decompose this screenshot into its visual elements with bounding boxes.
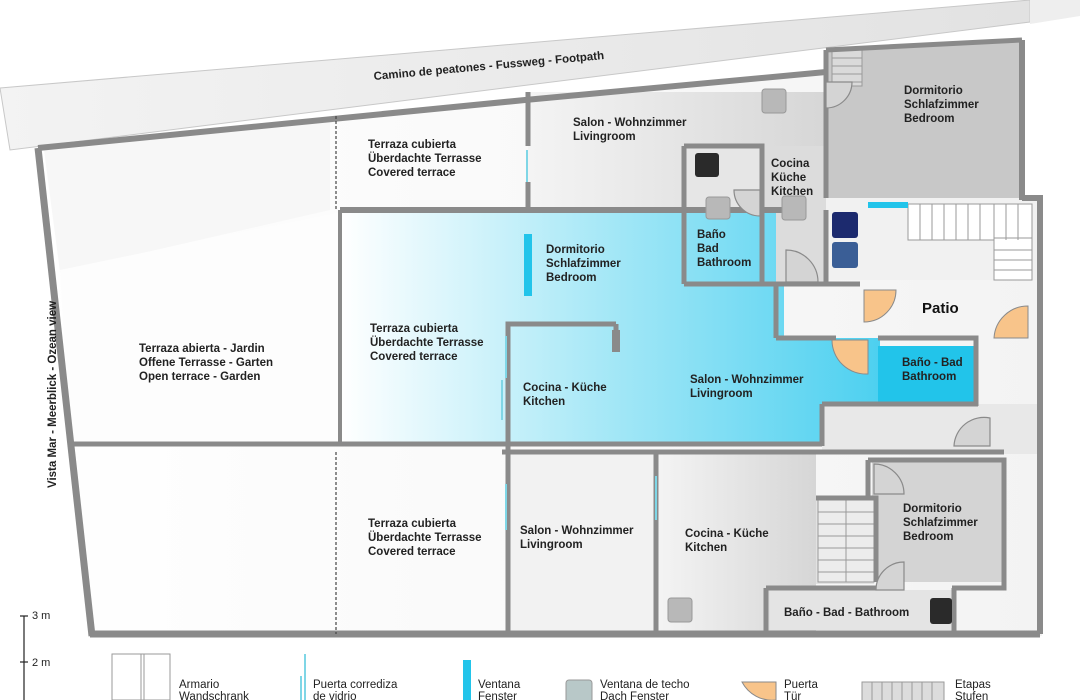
room-bedroom-top-right: Dormitorio Schlafzimmer Bedroom <box>904 85 979 125</box>
svg-text:Stufen: Stufen <box>955 691 988 700</box>
highlighted-apartment <box>340 210 976 444</box>
svg-text:Dach Fenster: Dach Fenster <box>600 691 669 700</box>
room-bath-top: Baño Bad Bathroom <box>697 229 751 269</box>
svg-text:Salon - Wohnzimmer: Salon - Wohnzimmer <box>520 525 634 537</box>
svg-text:Überdachte Terrasse: Überdachte Terrasse <box>368 531 482 544</box>
window-bedroom-mid <box>524 234 532 296</box>
legend-door-icon <box>741 681 777 700</box>
svg-text:Offene Terrasse - Garten: Offene Terrasse - Garten <box>139 357 273 369</box>
svg-text:Bad: Bad <box>697 243 719 255</box>
room-terrace-top: Terraza cubierta Überdachte Terrasse Cov… <box>368 139 482 179</box>
svg-text:Bedroom: Bedroom <box>546 272 596 284</box>
legend-roof-window-icon <box>565 679 593 700</box>
walls <box>34 37 1043 638</box>
room-bedroom-mid: Dormitorio Schlafzimmer Bedroom <box>546 244 621 284</box>
room-bath-bottom: Baño - Bad - Bathroom <box>784 607 909 619</box>
roof-window-blue <box>832 242 858 268</box>
svg-text:Bedroom: Bedroom <box>904 113 954 125</box>
svg-text:Überdachte Terrasse: Überdachte Terrasse <box>368 152 482 165</box>
svg-text:Terraza cubierta: Terraza cubierta <box>368 139 457 151</box>
svg-text:Wandschrank: Wandschrank <box>179 691 249 700</box>
room-kitchen-mid: Cocina - Küche Kitchen <box>523 382 607 408</box>
svg-text:Puerta corrediza: Puerta corrediza <box>313 679 398 691</box>
svg-text:Covered terrace: Covered terrace <box>370 351 458 363</box>
room-garden: Terraza abierta - Jardin Offene Terrasse… <box>139 343 273 383</box>
room-living-top: Salon - Wohnzimmer Livingroom <box>573 117 687 143</box>
svg-text:de vidrio: de vidrio <box>313 691 356 700</box>
svg-text:Livingroom: Livingroom <box>520 539 583 551</box>
room-bath-mid: Baño - Bad Bathroom <box>902 357 963 383</box>
svg-text:Cocina - Küche: Cocina - Küche <box>685 528 769 540</box>
svg-text:Salon - Wohnzimmer: Salon - Wohnzimmer <box>573 117 687 129</box>
svg-text:Terraza cubierta: Terraza cubierta <box>368 518 457 530</box>
doors-orange <box>831 289 1029 375</box>
svg-text:Covered terrace: Covered terrace <box>368 546 456 558</box>
svg-text:Terraza abierta - Jardin: Terraza abierta - Jardin <box>139 343 265 355</box>
room-kitchen-bottom: Cocina - Küche Kitchen <box>685 528 769 554</box>
fixture-dark <box>695 153 719 177</box>
window-roof-top <box>868 202 908 208</box>
svg-text:Überdachte Terrasse: Überdachte Terrasse <box>370 336 484 349</box>
svg-text:Livingroom: Livingroom <box>573 131 636 143</box>
room-terrace-bottom: Terraza cubierta Überdachte Terrasse Cov… <box>368 518 482 558</box>
svg-text:2 m: 2 m <box>32 657 50 669</box>
svg-text:Schlafzimmer: Schlafzimmer <box>903 517 978 529</box>
scale-bar: 3 m 2 m <box>20 610 50 700</box>
living-bottom-floor <box>510 452 656 632</box>
svg-text:Salon - Wohnzimmer: Salon - Wohnzimmer <box>690 374 804 386</box>
roof-window-navy <box>832 212 858 238</box>
svg-text:Bedroom: Bedroom <box>903 531 953 543</box>
svg-text:Küche: Küche <box>771 172 806 184</box>
room-living-bottom: Salon - Wohnzimmer Livingroom <box>520 525 634 551</box>
svg-text:Ventana de techo: Ventana de techo <box>600 679 690 691</box>
svg-text:Bathroom: Bathroom <box>697 257 751 269</box>
legend-stairs-icon <box>861 681 945 700</box>
svg-text:Baño: Baño <box>697 229 726 241</box>
room-patio: Patio <box>922 300 959 317</box>
svg-text:Dormitorio: Dormitorio <box>904 85 963 97</box>
bath-bottom-floor <box>770 590 954 630</box>
view-label: Vista Mar - Meerblick - Ozean view <box>47 301 59 488</box>
legend: Armario Wandschrank Puerta corrediza de … <box>111 653 991 700</box>
svg-text:Ventana: Ventana <box>478 679 521 691</box>
svg-text:Open terrace - Garden: Open terrace - Garden <box>139 371 260 383</box>
svg-text:Cocina: Cocina <box>771 158 810 170</box>
svg-text:Baño - Bad: Baño - Bad <box>902 357 963 369</box>
svg-text:3 m: 3 m <box>32 610 50 622</box>
svg-text:Kitchen: Kitchen <box>523 396 565 408</box>
legend-window-icon <box>463 660 471 700</box>
svg-text:Covered terrace: Covered terrace <box>368 167 456 179</box>
svg-text:Puerta: Puerta <box>784 679 818 691</box>
room-terrace-mid: Terraza cubierta Überdachte Terrasse Cov… <box>370 323 484 363</box>
svg-text:Dormitorio: Dormitorio <box>546 244 605 256</box>
svg-text:Armario: Armario <box>179 679 219 691</box>
svg-text:Bathroom: Bathroom <box>902 371 956 383</box>
stairs-bottom <box>817 499 875 583</box>
svg-text:Livingroom: Livingroom <box>690 388 753 400</box>
svg-text:Schlafzimmer: Schlafzimmer <box>546 258 621 270</box>
svg-text:Fenster: Fenster <box>478 691 517 700</box>
stairs-upper <box>831 49 863 87</box>
svg-text:Kitchen: Kitchen <box>685 542 727 554</box>
svg-text:Dormitorio: Dormitorio <box>903 503 962 515</box>
svg-text:Cocina - Küche: Cocina - Küche <box>523 382 607 394</box>
svg-text:Schlafzimmer: Schlafzimmer <box>904 99 979 111</box>
stairs-top <box>907 203 1033 281</box>
svg-text:Tür: Tür <box>784 691 801 700</box>
room-living-mid: Salon - Wohnzimmer Livingroom <box>690 374 804 400</box>
svg-text:Terraza cubierta: Terraza cubierta <box>370 323 459 335</box>
room-bedroom-bottom: Dormitorio Schlafzimmer Bedroom <box>903 503 978 543</box>
svg-text:Kitchen: Kitchen <box>771 186 813 198</box>
bedroom-top-right-floor <box>828 40 1022 198</box>
sliding-doors <box>501 150 657 530</box>
svg-text:Etapas: Etapas <box>955 679 991 691</box>
room-kitchen-top: Cocina Küche Kitchen <box>771 158 813 198</box>
